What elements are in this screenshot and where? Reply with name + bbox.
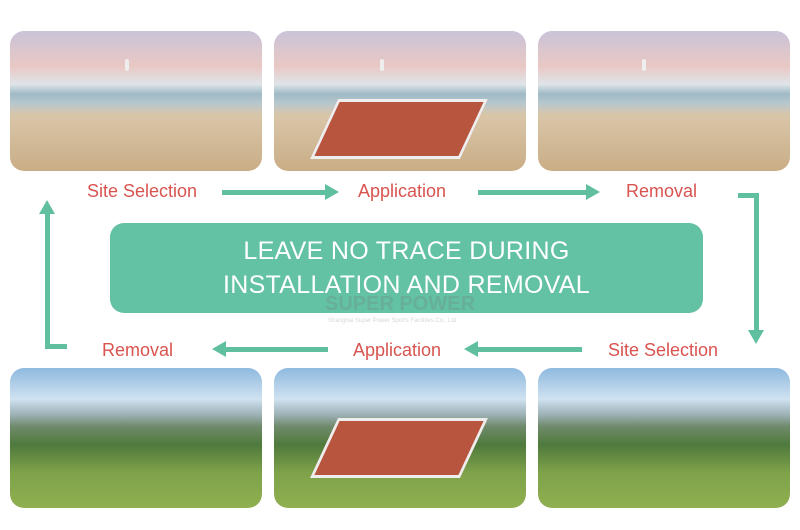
banner-line-1: LEAVE NO TRACE DURING: [243, 237, 570, 265]
mountain-photo-restored: [10, 368, 262, 508]
arrowhead: [456, 341, 478, 357]
arrowhead: [325, 184, 347, 200]
arrowhead: [39, 192, 55, 214]
mountain-photo-court: [274, 368, 526, 508]
banner: LEAVE NO TRACE DURING INSTALLATION AND R…: [110, 223, 703, 313]
label-removal-top: Removal: [626, 181, 698, 201]
label-removal-bottom: Removal: [102, 340, 174, 360]
label-application-top: Application: [358, 181, 447, 201]
padel-court-image: [310, 99, 488, 159]
arrow-left-1: [470, 347, 582, 352]
arrow-corner-left: [45, 344, 67, 349]
lighthouse-icon: [125, 59, 129, 71]
arrowhead: [204, 341, 226, 357]
label-site-selection-bottom: Site Selection: [608, 340, 719, 360]
arrowhead: [586, 184, 608, 200]
arrow-up: [45, 206, 50, 349]
padel-court-image: [310, 418, 488, 478]
beach-photo-court: [274, 31, 526, 171]
label-application-bottom: Application: [353, 340, 442, 360]
watermark-company: Shanghai Super Power Sports Facilities C…: [328, 318, 457, 324]
watermark-brand: SUPER POWER: [325, 293, 476, 315]
mountain-photo-empty: [538, 368, 790, 508]
arrow-left-2: [218, 347, 328, 352]
arrow-right-2: [478, 190, 588, 195]
arrow-corner-right: [738, 193, 758, 198]
beach-photo-restored: [538, 31, 790, 171]
arrowhead: [748, 330, 764, 352]
label-site-selection-top: Site Selection: [87, 181, 198, 201]
arrow-right-1: [222, 190, 327, 195]
banner-line-2: INSTALLATION AND REMOVAL: [222, 271, 590, 299]
beach-photo-empty: [10, 31, 262, 171]
arrow-down: [754, 193, 759, 333]
lighthouse-icon: [380, 59, 384, 71]
lighthouse-icon: [642, 59, 646, 71]
